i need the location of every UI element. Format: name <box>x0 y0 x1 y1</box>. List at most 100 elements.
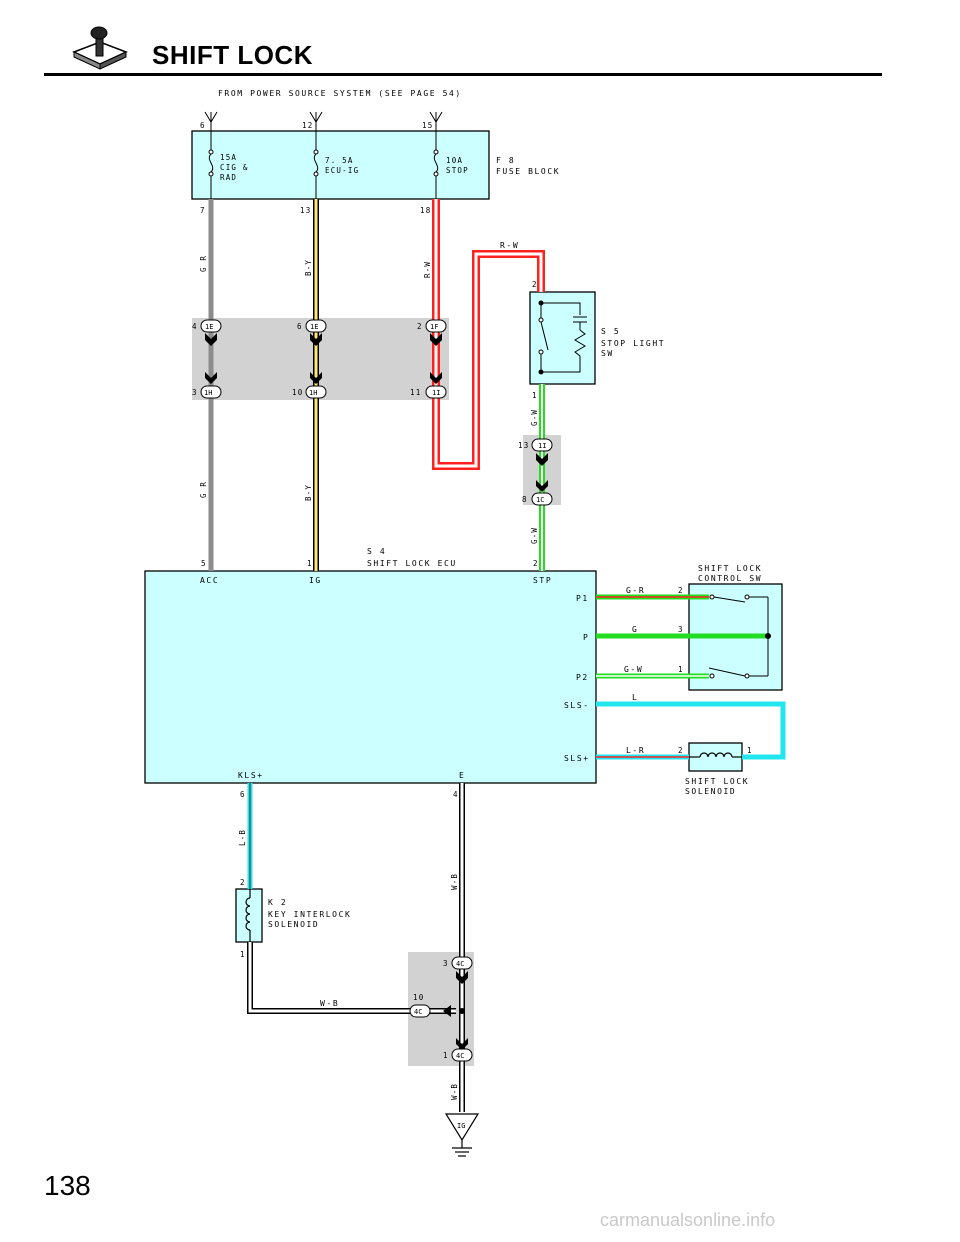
wire-label-l-r: L-R <box>626 746 645 755</box>
ecu-ig-pin-num: 1 <box>307 559 313 568</box>
ecu-e-label: E <box>459 771 465 780</box>
connector-1h-a-pin: 3 <box>192 388 198 397</box>
wire-label-w-b-right: W-B <box>450 873 459 890</box>
ecu-acc-pin-num: 5 <box>201 559 207 568</box>
wire-r-w <box>432 199 545 470</box>
connector-1h-a-id: 1H <box>204 389 212 397</box>
ecu-sls-plus-label: SLS+ <box>564 754 590 763</box>
connector-1i-b-pin: 13 <box>518 441 529 450</box>
solenoid-label2: SOLENOID <box>685 787 736 796</box>
wire-label-w-b-bottom: W-B <box>450 1083 459 1100</box>
connector-ovals <box>200 319 553 1062</box>
solenoid-label1: SHIFT LOCK <box>685 777 749 786</box>
fuse1-name: CIG & <box>220 163 249 172</box>
page-title: SHIFT LOCK <box>152 40 313 70</box>
fuse2-name: ECU-IG <box>325 166 359 175</box>
fuse3-rating: 10A <box>446 156 463 165</box>
key-interlock-solenoid-box <box>235 888 263 943</box>
connector-4c-a-id: 4C <box>456 960 464 968</box>
wire-l <box>596 701 786 760</box>
fuse2-in-pin: 12 <box>302 121 313 130</box>
stop-light-name: S 5 <box>601 327 620 336</box>
key-interlock-pin-bottom: 1 <box>240 950 246 959</box>
ecu-stp-label: STP <box>533 576 552 585</box>
stop-light-label2: SW <box>601 349 614 358</box>
wire-label-l-b: L-B <box>238 829 247 846</box>
wire-label-by-lower: B-Y <box>304 484 313 501</box>
stop-light-switch-symbol <box>538 300 587 375</box>
connector-4c-a-pin: 3 <box>443 959 449 968</box>
control-switch-symbol <box>708 594 771 679</box>
watermark: carmanualsonline.info <box>600 1210 776 1230</box>
wire-label-g-w-p2: G-W <box>624 665 643 674</box>
ground-label: IG <box>457 1122 465 1130</box>
shift-lock-solenoid-coil <box>689 752 742 758</box>
ecu-p1-label: P1 <box>576 594 589 603</box>
fuse-block-name: F 8 <box>496 156 515 165</box>
fuse2-out-pin: 13 <box>300 206 311 215</box>
ecu-ig-label: IG <box>309 576 322 585</box>
connector-1c-pin: 8 <box>522 495 528 504</box>
wire-label-l: L <box>632 693 638 702</box>
connector-1e-b-pin: 6 <box>297 322 303 331</box>
ecu-kls-label: KLS+ <box>238 771 264 780</box>
connector-1i-a-pin: 11 <box>410 388 421 397</box>
connector-chevrons <box>205 333 548 1050</box>
ecu-stp-pin-num: 2 <box>533 559 539 568</box>
ecu-p2-label: P2 <box>576 673 589 682</box>
header-rule <box>44 73 882 76</box>
wire-label-by-upper: B-Y <box>304 259 313 276</box>
connector-4c-b-pin: 10 <box>413 993 424 1002</box>
shift-lock-icon <box>72 26 128 70</box>
connector-1f-id: 1F <box>430 323 438 331</box>
solenoid-pin-right: 1 <box>747 746 753 755</box>
wire-label-rw-upper: R-W <box>423 261 432 278</box>
control-switch-pin-p2: 1 <box>678 665 684 674</box>
wire-label-gr-upper: G R <box>199 255 208 272</box>
fuse1-name2: RAD <box>220 173 237 182</box>
connector-1i-b-id: 1I <box>538 442 546 450</box>
connector-1e-b-id: 1E <box>310 323 318 331</box>
fuse3-out-pin: 18 <box>420 206 431 215</box>
key-interlock-solenoid-coil <box>245 889 251 942</box>
fuse-block-label: FUSE BLOCK <box>496 167 560 176</box>
fuse3-in-pin: 15 <box>422 121 433 130</box>
ecu-sls-minus-label: SLS- <box>564 701 590 710</box>
control-switch-pin-p: 3 <box>678 625 684 634</box>
fuse1-in-pin: 6 <box>200 121 206 130</box>
fuse2-rating: 7. 5A <box>325 156 354 165</box>
shift-lock-ecu-box <box>144 570 597 784</box>
ecu-label: SHIFT LOCK ECU <box>367 559 457 568</box>
key-interlock-label2: SOLENOID <box>268 920 319 929</box>
control-switch-label2: CONTROL SW <box>698 574 762 583</box>
ground-symbol <box>444 1113 480 1157</box>
wire-label-g: G <box>632 625 638 634</box>
wire-label-w-b-mid: W-B <box>320 999 339 1008</box>
fuse-symbols <box>208 131 439 199</box>
key-interlock-label1: KEY INTERLOCK <box>268 910 351 919</box>
stop-light-pin-top: 2 <box>532 280 538 289</box>
connector-1e-a-pin: 4 <box>192 322 198 331</box>
stop-light-label1: STOP LIGHT <box>601 339 665 348</box>
wire-label-gr-lower: G R <box>199 481 208 498</box>
connector-1e-a-id: 1E <box>205 323 213 331</box>
fuse3-name: STOP <box>446 166 469 175</box>
solenoid-pin-left: 2 <box>678 746 684 755</box>
wire-label-gw-lower: G-W <box>530 527 539 544</box>
control-switch-label1: SHIFT LOCK <box>698 564 762 573</box>
ecu-acc-label: ACC <box>200 576 219 585</box>
connector-1c-id: 1C <box>536 496 544 504</box>
fuse-block-box <box>191 130 490 200</box>
key-interlock-name: K 2 <box>268 898 287 907</box>
connector-1h-b-pin: 10 <box>292 388 303 397</box>
stop-light-pin-bottom: 1 <box>532 391 538 400</box>
control-switch-pin-p1: 2 <box>678 586 684 595</box>
connector-4c-c-id: 4C <box>456 1052 464 1060</box>
wire-label-g-r: G-R <box>626 586 645 595</box>
connector-1i-a-id: 1I <box>432 389 440 397</box>
ecu-kls-pin-num: 6 <box>240 790 246 799</box>
key-interlock-pin-top: 2 <box>240 878 246 887</box>
connector-1h-b-id: 1H <box>309 389 317 397</box>
